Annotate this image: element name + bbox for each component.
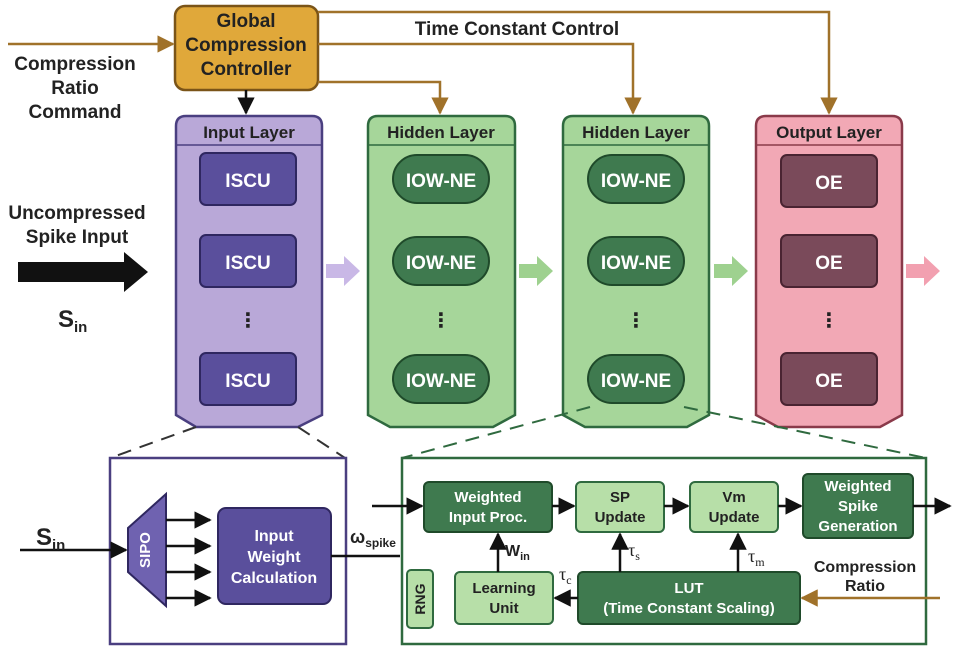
compression-ratio-command: Compression Ratio Command	[8, 35, 175, 123]
global-compression-controller: Global Compression Controller	[173, 4, 320, 92]
zoom-line-neuron-right	[683, 406, 927, 459]
command-label-3: Command	[29, 102, 122, 123]
hidden1-neuron-3	[392, 354, 490, 404]
detail-s-in-label: Sin	[36, 524, 65, 554]
controller-line3: Controller	[201, 59, 292, 80]
spike-gen-label-3: Generation	[818, 518, 897, 535]
zoom-line-iscu-left	[109, 426, 197, 459]
hidden1-neuron-1	[392, 154, 490, 204]
spike-gen-label-1: Weighted	[824, 478, 891, 495]
vm-update-label-2: Update	[709, 509, 760, 526]
iscu-unit-3	[199, 352, 297, 406]
input-layer-title: Input Layer	[203, 123, 295, 142]
control-line-hidden2	[318, 42, 642, 115]
sipo-block	[127, 491, 167, 609]
oe-unit-1	[780, 154, 878, 208]
iscu-unit-1-label: ISCU	[225, 171, 270, 192]
hidden-layer-2: Hidden Layer IOW-NE IOW-NE ⋮ IOW-NE	[561, 114, 711, 429]
hidden1-neuron-2-label: IOW-NE	[406, 253, 476, 274]
hidden1-neuron-1-label: IOW-NE	[406, 171, 476, 192]
arrow-output	[906, 256, 940, 286]
sp-update-label-1: SP	[610, 489, 630, 506]
arrow-hidden2-to-output	[714, 256, 748, 286]
hidden2-neuron-2-label: IOW-NE	[601, 253, 671, 274]
sp-update-label-2: Update	[595, 509, 646, 526]
weighted-input-label-2: Input Proc.	[449, 509, 527, 526]
iscu-detail: SIPO Input Weight Calculation	[108, 456, 348, 646]
w-in-label: Win	[505, 543, 530, 563]
calc-label-3: Calculation	[231, 570, 317, 587]
hidden2-title: Hidden Layer	[582, 123, 690, 142]
calc-label-1: Input	[254, 528, 294, 545]
arrow-hidden1-to-hidden2	[519, 256, 553, 286]
compression-ratio-label-2: Ratio	[845, 578, 885, 595]
neuron-detail: Weighted Input Proc. SP Update Vm Update…	[372, 456, 952, 646]
iscu-unit-3-label: ISCU	[225, 371, 270, 392]
oe-unit-1-label: OE	[815, 173, 842, 194]
command-label-2: Ratio	[51, 78, 99, 99]
learning-unit-label-2: Unit	[489, 600, 518, 617]
hidden2-neuron-2	[587, 236, 685, 286]
oe-unit-2-label: OE	[815, 253, 842, 274]
hidden2-neuron-3-label: IOW-NE	[601, 371, 671, 392]
control-line-output	[318, 10, 838, 115]
s-in-label: Sin	[58, 306, 87, 336]
hidden2-neuron-1	[587, 154, 685, 204]
output-ellipsis: ⋮	[819, 310, 839, 332]
iscu-unit-1	[199, 152, 297, 206]
input-layer: Input Layer ISCU ISCU ⋮ ISCU	[174, 114, 324, 429]
output-layer-title: Output Layer	[776, 123, 882, 142]
control-line-hidden1	[318, 80, 449, 115]
hidden1-ellipsis: ⋮	[431, 310, 451, 332]
tau-s-label: τs	[628, 540, 640, 563]
time-constant-control-label: Time Constant Control	[415, 19, 619, 40]
controller-line2: Compression	[185, 35, 306, 56]
hidden2-neuron-3	[587, 354, 685, 404]
hidden2-ellipsis: ⋮	[626, 310, 646, 332]
time-constant-control-lines	[318, 10, 838, 115]
hidden1-title: Hidden Layer	[387, 123, 495, 142]
calc-label-2: Weight	[247, 549, 301, 566]
uncompressed-input: Uncompressed Spike Input Sin	[8, 203, 148, 336]
arrow-input-to-hidden1	[326, 256, 360, 286]
iscu-unit-2-label: ISCU	[225, 253, 270, 274]
oe-unit-2	[780, 234, 878, 288]
weighted-input-label-1: Weighted	[454, 489, 521, 506]
lut-label-1: LUT	[674, 580, 703, 597]
vm-update-label-1: Vm	[722, 489, 745, 506]
omega-spike-label: ωspike	[350, 527, 396, 550]
controller-line1: Global	[216, 11, 275, 32]
sipo-label: SIPO	[137, 532, 154, 568]
input-spike-arrow	[18, 252, 148, 292]
zoom-line-iscu-right	[297, 426, 346, 459]
uncompressed-label-1: Uncompressed	[8, 203, 145, 224]
oe-unit-3-label: OE	[815, 371, 842, 392]
learning-unit-label-1: Learning	[472, 580, 535, 597]
zoom-line-neuron-left	[401, 406, 591, 459]
rng-block	[406, 569, 434, 629]
hidden2-neuron-1-label: IOW-NE	[601, 171, 671, 192]
input-ellipsis: ⋮	[238, 310, 258, 332]
hidden1-neuron-2	[392, 236, 490, 286]
rng-label: RNG	[412, 583, 428, 614]
command-label-1: Compression	[14, 54, 135, 75]
lut-label-2: (Time Constant Scaling)	[603, 600, 774, 617]
oe-unit-3	[780, 352, 878, 406]
hidden-layer-1: Hidden Layer IOW-NE IOW-NE ⋮ IOW-NE	[366, 114, 517, 429]
learning-unit-block	[454, 571, 554, 625]
uncompressed-label-2: Spike Input	[26, 227, 129, 248]
compression-ratio-label-1: Compression	[814, 559, 916, 576]
iscu-unit-2	[199, 234, 297, 288]
spike-gen-label-2: Spike	[838, 498, 878, 515]
tau-m-label: τm	[748, 546, 765, 569]
output-layer: Output Layer OE OE ⋮ OE	[754, 114, 904, 429]
hidden1-neuron-3-label: IOW-NE	[406, 371, 476, 392]
tau-c-label: τc	[559, 564, 572, 587]
